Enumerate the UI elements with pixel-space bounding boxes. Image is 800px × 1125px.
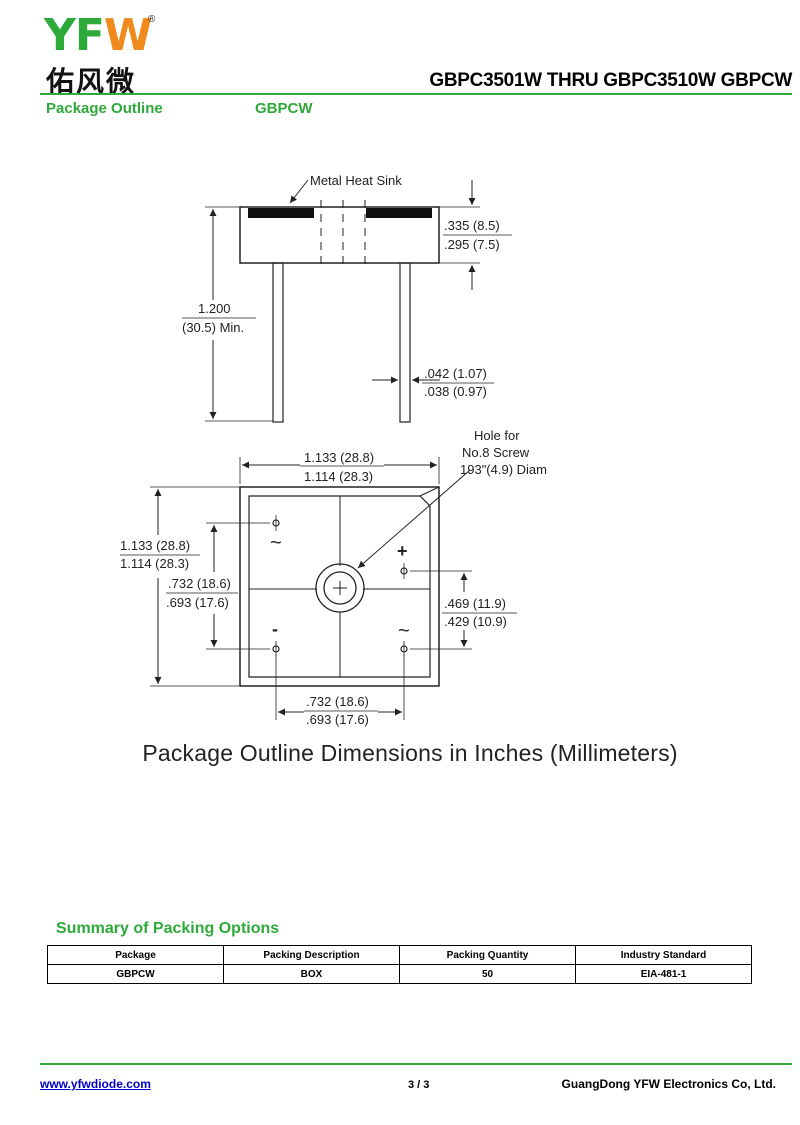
cell-industry-standard: EIA-481-1 <box>575 964 752 984</box>
column-header-industry-standard: Industry Standard <box>575 945 752 965</box>
top-view: ~ + - ~ Hole for No.8 Screw 193"(4.9) Di… <box>120 428 547 727</box>
pin-span-left-min-label: .693 (17.6) <box>166 595 229 610</box>
company-name: GuangDong YFW Electronics Co, Ltd. <box>561 1077 776 1091</box>
pin-span-bottom-max-label: .732 (18.6) <box>306 694 369 709</box>
hole-leader <box>357 469 471 569</box>
column-header-package: Package <box>47 945 224 965</box>
side-max-label: 1.133 (28.8) <box>120 538 190 553</box>
header-divider <box>40 93 792 95</box>
pin-span-right-max-label: .469 (11.9) <box>444 596 506 611</box>
website-link[interactable]: www.yfwdiode.com <box>40 1077 151 1091</box>
heat-sink-label: Metal Heat Sink <box>310 173 402 188</box>
side-min-label: 1.114 (28.3) <box>120 556 189 571</box>
heat-sink-left <box>248 208 314 218</box>
logo-mark-tail: W <box>103 10 153 61</box>
pin-span-bottom-min-label: .693 (17.6) <box>306 712 369 727</box>
screw-hole-inner <box>323 571 357 605</box>
pin-negative-symbol: - <box>272 619 278 639</box>
lead-dia-max-label: .042 (1.07) <box>424 366 487 381</box>
hole-label-line-2: No.8 Screw <box>462 445 530 460</box>
registered-mark: ® <box>148 14 156 25</box>
logo-mark: YFW <box>44 14 152 58</box>
lead-length-label-bottom: (30.5) Min. <box>182 320 244 335</box>
width-min-label: 1.114 (28.3) <box>304 469 373 484</box>
package-body-top <box>239 486 440 687</box>
heat-sink-leader <box>289 179 309 204</box>
lead-dia-min-label: .038 (0.97) <box>424 384 487 399</box>
height-max-label: .335 (8.5) <box>444 218 500 233</box>
packing-options-table: Package Packing Description Packing Quan… <box>47 945 752 984</box>
hole-label-line-1: Hole for <box>474 428 520 443</box>
packing-summary-title: Summary of Packing Options <box>56 920 280 937</box>
logo-chinese-name: 佑风微 <box>46 65 137 98</box>
height-min-label: .295 (7.5) <box>444 237 500 252</box>
chamfer-corner <box>419 486 440 497</box>
hole-label-line-3: 193"(4.9) Diam <box>460 462 547 477</box>
pin-span-right-min-label: .429 (10.9) <box>444 614 507 629</box>
column-header-packing-quantity: Packing Quantity <box>399 945 576 965</box>
pin-ac-top-left-symbol: ~ <box>270 532 282 554</box>
lead-left <box>272 262 284 423</box>
logo-mark-text: YF <box>44 10 105 61</box>
package-inner-outline <box>248 495 431 678</box>
lead-right <box>399 262 411 423</box>
pin-positive-symbol: + <box>397 541 408 561</box>
footer-divider <box>40 1063 792 1065</box>
width-max-label: 1.133 (28.8) <box>304 450 374 465</box>
drawing-caption: Package Outline Dimensions in Inches (Mi… <box>142 740 678 766</box>
table-row: GBPCW BOX 50 EIA-481-1 <box>47 964 752 984</box>
pin-span-left-max-label: .732 (18.6) <box>168 576 231 591</box>
column-header-packing-description: Packing Description <box>223 945 400 965</box>
pin-ac-bottom-right-symbol: ~ <box>398 620 410 642</box>
section-label-package-name: GBPCW <box>255 100 313 117</box>
package-body-side <box>239 206 440 264</box>
lead-length-label-top: 1.200 <box>198 301 231 316</box>
screw-hole-outer <box>315 563 365 613</box>
section-label-package-outline: Package Outline <box>46 100 163 117</box>
side-view: Metal Heat Sink .335 (8.5) .295 (7.5) 1.… <box>182 173 512 423</box>
table-header-row: Package Packing Description Packing Quan… <box>47 945 752 965</box>
cell-package: GBPCW <box>47 964 224 984</box>
page-number: 3 / 3 <box>408 1079 430 1091</box>
cell-packing-quantity: 50 <box>399 964 576 984</box>
cell-packing-description: BOX <box>223 964 400 984</box>
company-logo: YFW ® 佑风微 <box>44 14 164 99</box>
document-title: GBPC3501W THRU GBPC3510W GBPCW <box>429 70 792 91</box>
heat-sink-right <box>366 208 432 218</box>
